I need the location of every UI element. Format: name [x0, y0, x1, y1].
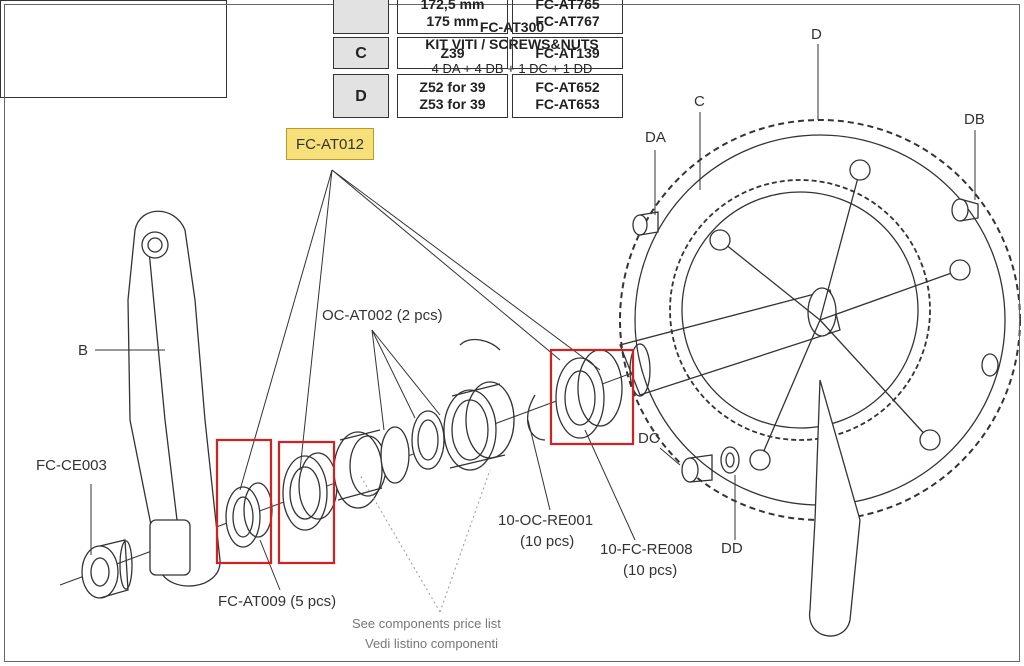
table-row-0-code: FC-AT765 FC-AT767 — [512, 0, 623, 34]
cup-left — [333, 429, 387, 509]
table-row-2-code-2: FC-AT653 — [535, 96, 600, 112]
oc-at002-rings — [380, 410, 445, 484]
table-row-0-code-1: FC-AT765 — [535, 0, 600, 12]
table-row-0-desc: 172,5 mm 175 mm — [397, 0, 508, 34]
table-row-1-desc: Z39 — [397, 37, 508, 69]
fc-re008-qty-label: (10 pcs) — [623, 562, 678, 579]
chainring-inner — [669, 179, 931, 441]
table-row-0-desc-1: 172,5 mm — [420, 0, 485, 12]
b-label: B — [78, 342, 89, 359]
table-row-2-desc-1: Z52 for 39 — [419, 79, 486, 95]
circlip — [459, 338, 546, 441]
bolt-da — [632, 211, 659, 236]
table-row-0-code-2: FC-AT767 — [535, 13, 600, 29]
table-row-0-key — [333, 0, 389, 34]
cup-right — [443, 381, 515, 471]
table-row-2-code-1: FC-AT652 — [535, 79, 600, 95]
fc-ce003-part — [81, 539, 133, 599]
table-row-2-key: D — [333, 74, 389, 118]
fc-at012-label: FC-AT012 — [286, 128, 374, 160]
bolt-db-2 — [981, 353, 999, 377]
kit-title: KIT VITI / SCREWS&NUTS — [425, 36, 599, 52]
spider-arms — [709, 159, 971, 471]
table-row-1-key: C — [333, 37, 389, 69]
red-box-right-bearing — [549, 348, 635, 446]
see-list-it-label: Vedi listino componenti — [365, 636, 498, 651]
table-row-2-desc-2: Z53 for 39 — [419, 96, 486, 112]
red-box-fc-at009 — [215, 438, 273, 565]
c-label: C — [694, 93, 705, 110]
dotted-leaders — [359, 469, 491, 613]
oc-re001-code-label: 10-OC-RE001 — [498, 512, 594, 529]
oc-at002-label: OC-AT002 (2 pcs) — [322, 307, 443, 324]
table-row-0-desc-2: 175 mm — [426, 13, 479, 29]
db-label: DB — [964, 111, 985, 128]
red-highlights — [215, 348, 635, 565]
da-label: DA — [645, 129, 666, 146]
fc-ce003-label: FC-CE003 — [36, 457, 107, 474]
right-crank-arm — [809, 379, 861, 637]
red-box-bearing — [277, 440, 336, 565]
fc-at009-label: FC-AT009 (5 pcs) — [218, 593, 337, 610]
leader-lines — [90, 44, 976, 591]
fc-re008-code-label: 10-FC-RE008 — [600, 541, 693, 558]
left-crank-arm — [127, 210, 221, 587]
see-list-en-label: See components price list — [352, 616, 501, 631]
d-label: D — [811, 26, 822, 43]
bolt-dc — [681, 454, 713, 483]
table-row-2-code: FC-AT652 FC-AT653 — [512, 74, 623, 118]
dd-label: DD — [721, 540, 743, 557]
table-row-2-desc: Z52 for 39 Z53 for 39 — [397, 74, 508, 118]
bolt-dd — [720, 446, 740, 474]
table-row-1-code: FC-AT139 — [512, 37, 623, 69]
oc-re001-qty-label: (10 pcs) — [520, 533, 575, 550]
bolt-db — [951, 198, 979, 222]
dc-label: DC — [638, 430, 660, 447]
